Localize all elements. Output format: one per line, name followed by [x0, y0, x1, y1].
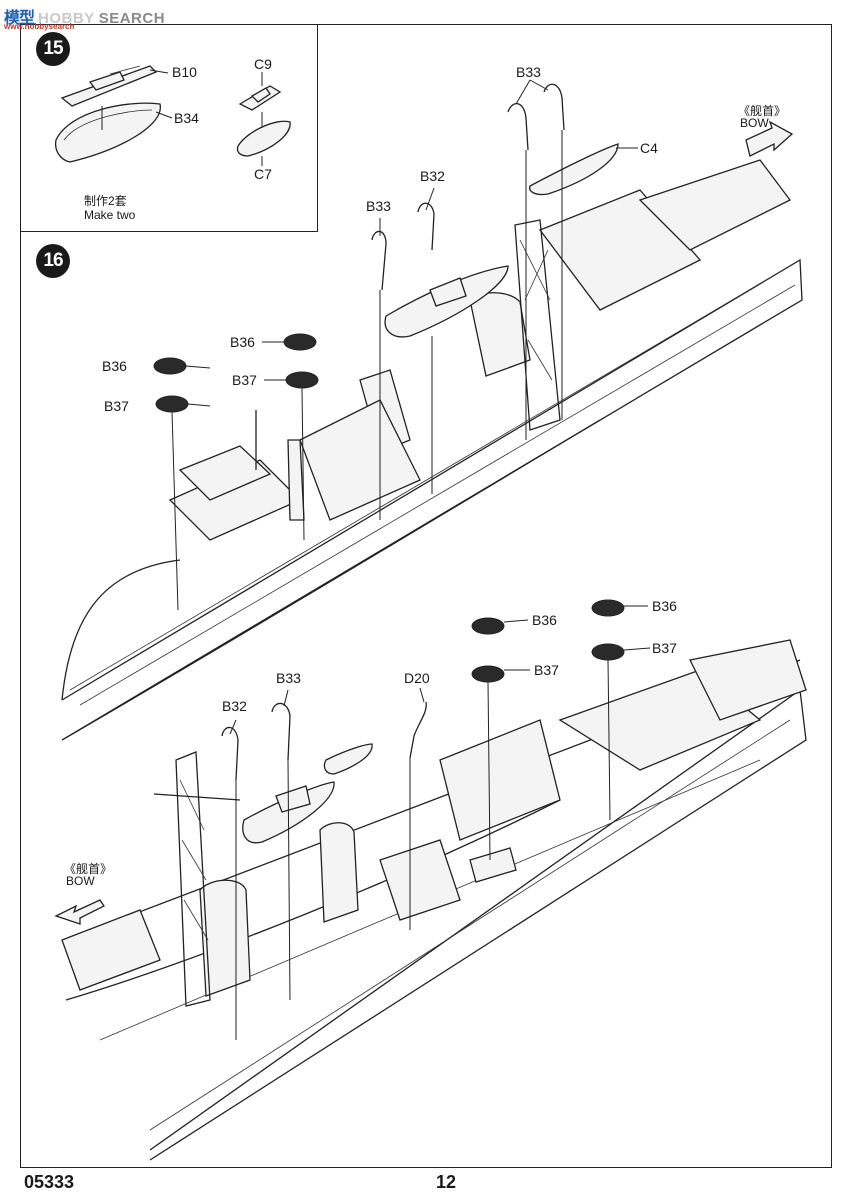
watermark-url: www.hobbysearch	[4, 22, 75, 31]
label-b32-upper: B32	[420, 168, 445, 184]
label-b10: B10	[172, 64, 197, 80]
step15-inset-box	[20, 24, 318, 232]
label-b32-lower: B32	[222, 698, 247, 714]
lower-ship-superstructure	[61, 639, 807, 1007]
upper-part-c4-boat	[529, 143, 619, 196]
label-b37-b: B37	[232, 372, 257, 388]
page-frame	[20, 24, 832, 1168]
upper-bow-arrow	[745, 120, 794, 157]
label-b36-a: B36	[102, 358, 127, 374]
lower-part-b33-davits	[221, 702, 291, 781]
step-15-badge: 15	[36, 32, 70, 66]
watermark-prefix: HOBBY	[38, 10, 95, 27]
label-b36-d: B36	[652, 598, 677, 614]
part-c9-boat-top	[238, 85, 282, 111]
label-d20: D20	[404, 670, 430, 686]
watermark: 模型 HOBBY SEARCH	[4, 4, 165, 28]
lower-part-floats	[471, 599, 625, 683]
label-b33-top: B33	[516, 64, 541, 80]
label-c4: C4	[640, 140, 658, 156]
part-c7-boat-bottom	[236, 120, 291, 157]
upper-part-b32-boat	[384, 265, 509, 338]
label-c7: C7	[254, 166, 272, 182]
label-b37-c: B37	[534, 662, 559, 678]
lower-bow-en: BOW	[66, 874, 95, 888]
label-b36-c: B36	[532, 612, 557, 628]
label-b33-lower: B33	[276, 670, 301, 686]
upper-leader-lines	[171, 79, 638, 611]
upper-bow-cn: 《舰首》	[738, 104, 787, 118]
lower-leader-lines	[229, 605, 651, 1040]
lower-part-small-boat	[323, 743, 373, 775]
label-b33-left: B33	[366, 198, 391, 214]
label-c9: C9	[254, 56, 272, 72]
part-b10-boat	[60, 65, 158, 107]
lower-bow-cn: 《舰首》	[64, 862, 113, 876]
label-b37-a: B37	[104, 398, 129, 414]
watermark-text: SEARCH	[98, 10, 166, 27]
watermark-logo: 模型	[4, 10, 35, 27]
label-b36-b: B36	[230, 334, 255, 350]
upper-ship-superstructure	[168, 159, 791, 541]
upper-ship-hull	[61, 258, 803, 741]
lower-bow-arrow	[54, 899, 105, 925]
part-b34-hull	[54, 102, 161, 163]
product-code: 05333	[24, 1172, 75, 1192]
note-en: Make two	[84, 208, 136, 222]
label-b37-d: B37	[652, 640, 677, 656]
step-16-badge: 16	[36, 244, 70, 278]
page-number: 12	[436, 1172, 457, 1192]
upper-bow-en: BOW	[740, 116, 769, 130]
note-cn: 制作2套	[84, 194, 127, 208]
label-b34: B34	[174, 110, 199, 126]
lower-part-d20-davit	[409, 701, 427, 759]
